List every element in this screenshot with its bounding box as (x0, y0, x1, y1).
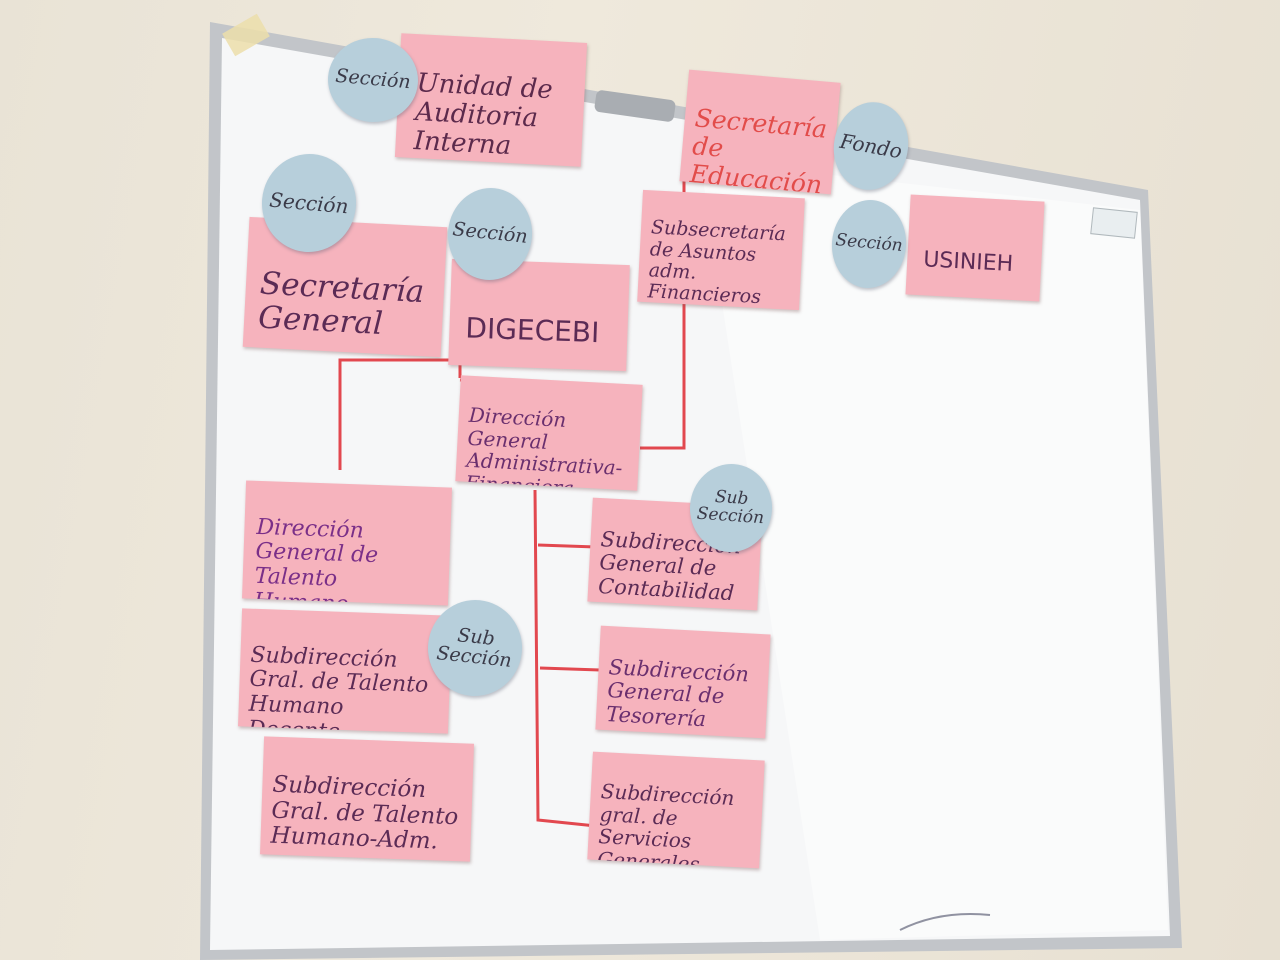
note-usinieh-text: USINIEH (923, 248, 1026, 278)
note-sub-talento-docente-text: Subdirección Gral. de Talento Humano Doc… (247, 643, 440, 733)
note-sub-talento-adm: Subdirección Gral. de Talento Humano-Adm… (260, 736, 474, 861)
circle-seccion-usinieh-text: Sección (835, 232, 904, 256)
circle-subseccion-docente-text: Sub Sección (435, 624, 514, 672)
note-secretaria-general-text: Secretaría General (257, 266, 430, 344)
note-direccion-talento-text: Dirección General de Talento Humano (253, 515, 438, 605)
circle-seccion-auditoria-text: Sección (335, 67, 412, 93)
note-direccion-talento: Dirección General de Talento Humano (242, 480, 452, 605)
note-sub-tesoreria: Subdirección General de Tesorería (595, 626, 770, 739)
note-unidad-auditoria-text: Unidad de Auditoria Interna (413, 69, 575, 164)
connector-to-contabilidad (538, 545, 596, 547)
note-subsecretaria: Subsecretaría de Asuntos adm. Financiero… (637, 190, 805, 310)
connector-to-tesoreria (540, 668, 600, 670)
note-sub-talento-docente: Subdirección Gral. de Talento Humano Doc… (238, 608, 452, 733)
circle-seccion-digecebi-text: Sección (452, 220, 529, 248)
note-secretaria-educacion: Secretaría de Educación (679, 70, 840, 195)
note-secretaria-educacion-text: Secretaría de Educación (689, 104, 828, 194)
note-sub-servicios-text: Subdirección gral. de Servicios Generale… (597, 780, 753, 868)
circle-seccion-general-text: Sección (269, 189, 350, 217)
circle-fondo-text: Fondo (838, 130, 903, 162)
brand-sticker (1091, 208, 1137, 238)
note-usinieh: USINIEH (905, 195, 1044, 302)
circle-subseccion-contabilidad-text: Sub Sección (696, 488, 766, 528)
note-direccion-admin-text: Dirección General Administrativa- Financ… (465, 404, 631, 491)
note-direccion-admin: Dirección General Administrativa- Financ… (455, 375, 642, 490)
note-sub-tesoreria-text: Subdirección General de Tesorería (606, 656, 759, 734)
note-digecebi-text: DIGECEBI (465, 313, 612, 349)
note-subsecretaria-text: Subsecretaría de Asuntos adm. Financiero… (647, 218, 793, 310)
note-sub-talento-adm-text: Subdirección Gral. de Talento Humano-Adm… (270, 772, 463, 856)
note-secretaria-general: Secretaría General (243, 217, 448, 357)
note-unidad-auditoria: Unidad de Auditoria Interna (395, 33, 587, 167)
note-sub-servicios: Subdirección gral. de Servicios Generale… (587, 752, 764, 869)
